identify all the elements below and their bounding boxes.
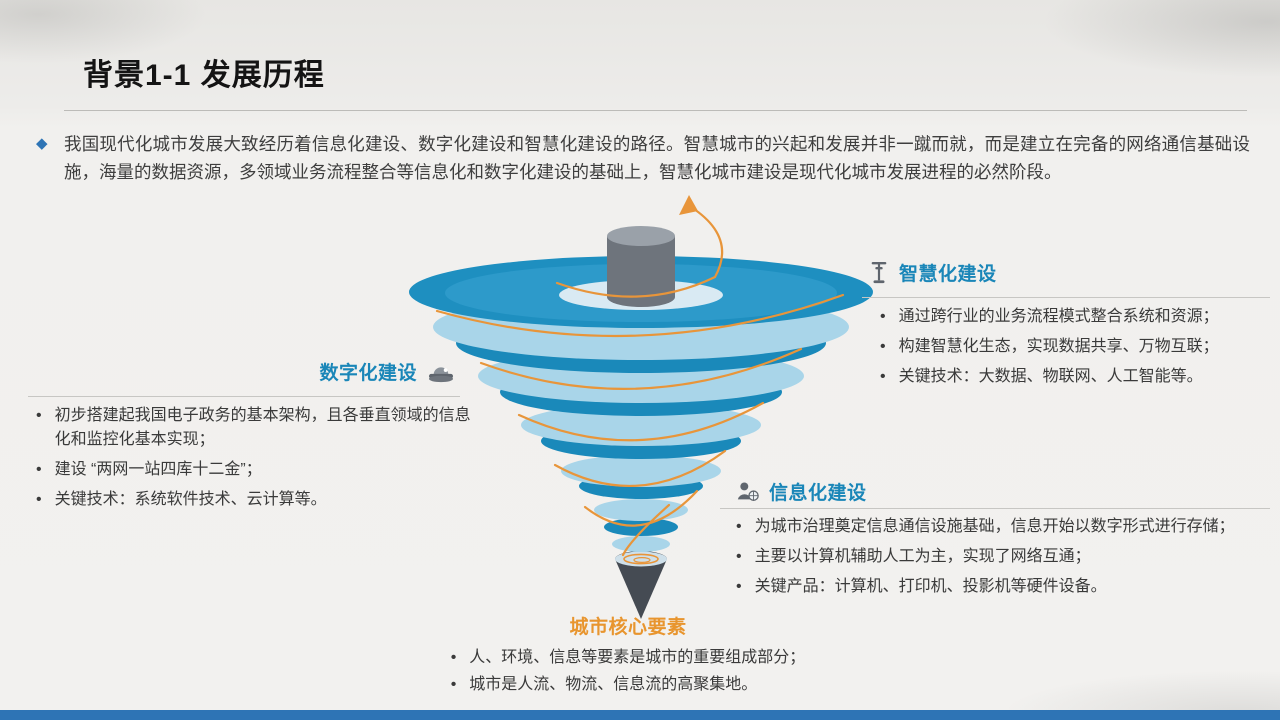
list-item: • 初步搭建起我国电子政务的基本架构，且各垂直领域的信息化和监控化基本实现； — [36, 404, 472, 452]
section-info-heading: 信息化建设 — [736, 478, 867, 505]
list-item: • 主要以计算机辅助人工为主，实现了网络互通； — [736, 545, 1260, 569]
funnel-illustration — [409, 195, 873, 619]
bottom-accent-bar — [0, 710, 1280, 720]
section-core: 城市核心要素 • 人、环境、信息等要素是城市的重要组成部分； • 城市是人流、物… — [378, 612, 878, 700]
list-item-text: 主要以计算机辅助人工为主，实现了网络互通； — [754, 548, 1091, 565]
bullet-icon: • — [736, 548, 742, 565]
section-digital-list: • 初步搭建起我国电子政务的基本架构，且各垂直领域的信息化和监控化基本实现； •… — [36, 404, 472, 518]
list-item: • 关键产品：计算机、打印机、投影机等硬件设备。 — [736, 575, 1260, 599]
bullet-icon: • — [880, 368, 886, 385]
section-core-title: 城市核心要素 — [569, 617, 687, 638]
list-item-text: 关键技术：大数据、物联网、人工智能等。 — [898, 368, 1203, 385]
list-item: • 城市是人流、物流、信息流的高聚集地。 — [451, 673, 758, 697]
section-smart-heading: 智慧化建设 — [868, 259, 997, 286]
intro-paragraph: 我国现代化城市发展大致经历着信息化建设、数字化建设和智慧化建设的路径。智慧城市的… — [64, 134, 1250, 182]
list-item-text: 构建智慧化生态，实现数据共享、万物互联； — [898, 338, 1219, 355]
scanner-device-icon — [426, 360, 456, 384]
bullet-icon: • — [450, 676, 457, 693]
list-item: • 构建智慧化生态，实现数据共享、万物互联； — [880, 335, 1272, 359]
section-smart-list: • 通过跨行业的业务流程模式整合系统和资源； • 构建智慧化生态，实现数据共享、… — [880, 305, 1272, 395]
bullet-icon: • — [36, 491, 42, 508]
section-info-divider — [720, 508, 1270, 509]
list-item-text: 人、环境、信息等要素是城市的重要组成部分； — [469, 649, 806, 666]
list-item: • 为城市治理奠定信息通信设施基础，信息开始以数字形式进行存储； — [736, 515, 1260, 539]
bullet-icon: • — [880, 308, 886, 325]
section-core-list: • 人、环境、信息等要素是城市的重要组成部分； • 城市是人流、物流、信息流的高… — [451, 646, 806, 700]
list-item: • 建设 “两网一站四库十二金”； — [36, 458, 472, 482]
list-item: • 关键技术：大数据、物联网、人工智能等。 — [880, 365, 1272, 389]
list-item-text: 关键技术：系统软件技术、云计算等。 — [54, 491, 327, 508]
section-smart-divider — [862, 297, 1270, 298]
list-item-text: 为城市治理奠定信息通信设施基础，信息开始以数字形式进行存储； — [754, 518, 1235, 535]
section-info-list: • 为城市治理奠定信息通信设施基础，信息开始以数字形式进行存储； • 主要以计算… — [736, 515, 1260, 605]
section-digital-title: 数字化建设 — [319, 363, 417, 384]
funnel-cylinder — [607, 236, 675, 307]
funnel-diagram — [383, 183, 903, 643]
list-item-text: 城市是人流、物流、信息流的高聚集地。 — [469, 676, 758, 693]
list-item: • 通过跨行业的业务流程模式整合系统和资源； — [880, 305, 1272, 329]
list-item-text: 初步搭建起我国电子政务的基本架构，且各垂直领域的信息化和监控化基本实现； — [54, 407, 471, 448]
signal-tower-icon — [868, 260, 890, 286]
section-smart-title: 智慧化建设 — [899, 264, 997, 285]
list-item-text: 通过跨行业的业务流程模式整合系统和资源； — [898, 308, 1219, 325]
bullet-icon: • — [450, 649, 457, 666]
list-item-text: 建设 “两网一站四库十二金”； — [54, 461, 262, 478]
page-title: 背景1-1 发展历程 — [83, 59, 325, 92]
bullet-icon: • — [736, 518, 742, 535]
list-item-text: 关键产品：计算机、打印机、投影机等硬件设备。 — [754, 578, 1107, 595]
bullet-icon: • — [736, 578, 742, 595]
diamond-bullet-icon: ◆ — [36, 135, 48, 152]
spiral-line — [435, 205, 845, 557]
list-item: • 关键技术：系统软件技术、云计算等。 — [36, 488, 472, 512]
spiral-arrowhead-icon — [679, 195, 698, 215]
bullet-icon: • — [36, 407, 42, 424]
funnel-tip-cone — [615, 551, 667, 619]
bullet-icon: • — [880, 338, 886, 355]
title-divider — [64, 110, 1247, 111]
section-digital-heading: 数字化建设 — [28, 358, 460, 385]
section-digital-divider — [28, 396, 460, 397]
bullet-icon: • — [36, 461, 42, 478]
section-info-title: 信息化建设 — [769, 483, 867, 504]
user-network-icon — [736, 480, 760, 504]
list-item: • 人、环境、信息等要素是城市的重要组成部分； — [451, 646, 806, 670]
